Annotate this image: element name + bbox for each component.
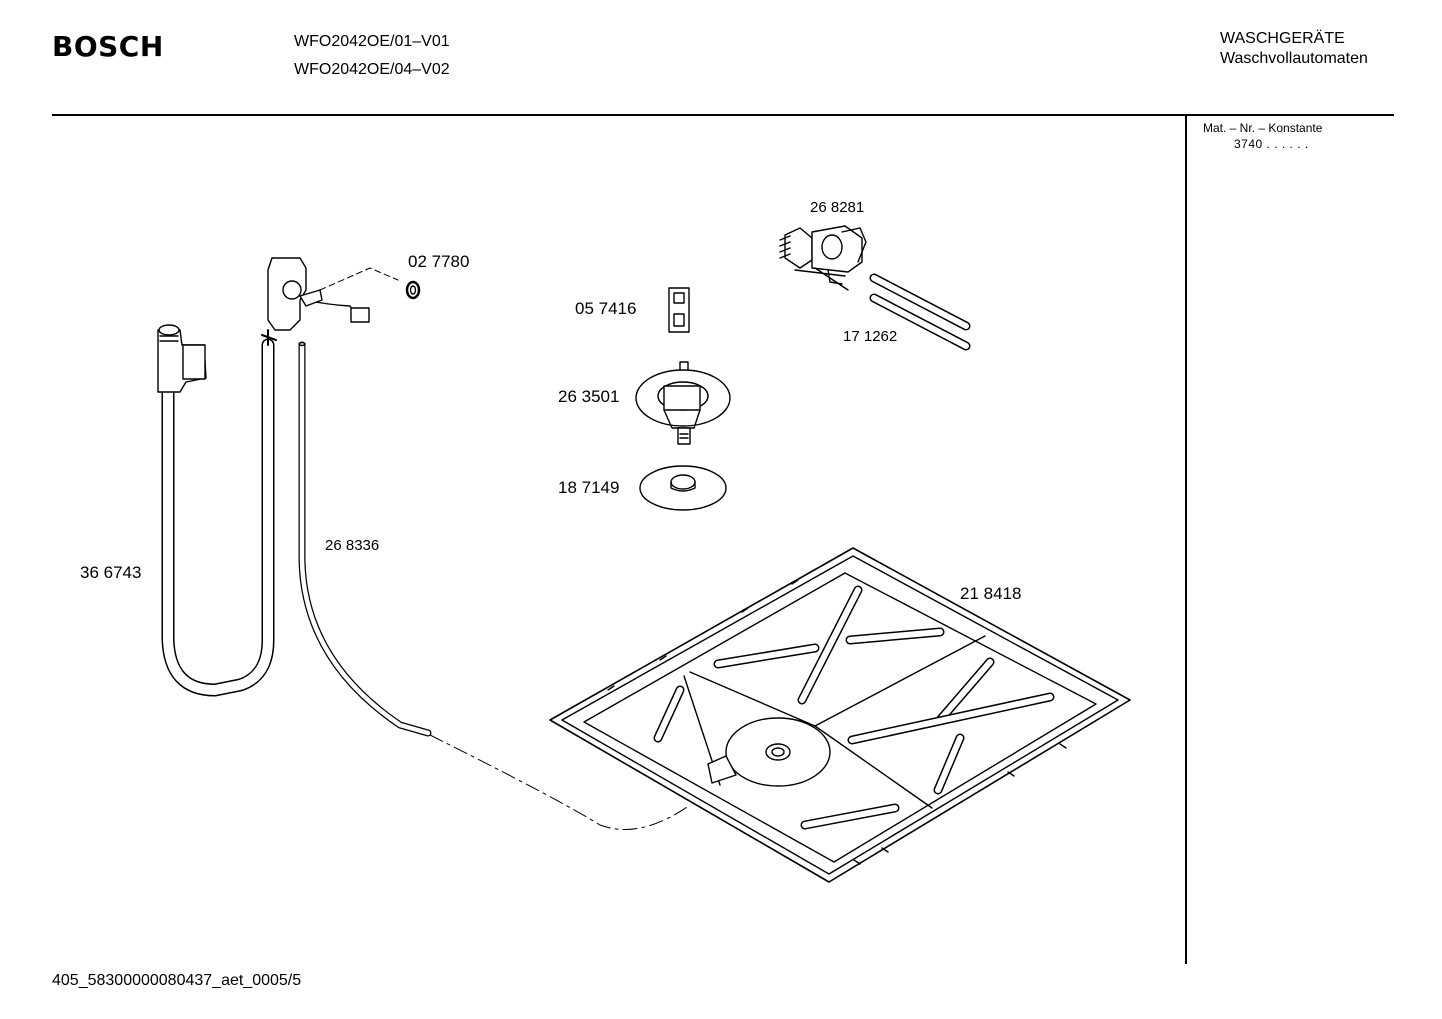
model-number-2: WFO2042OE/04–V02 — [294, 61, 450, 78]
model-number-1: WFO2042OE/01–V01 — [294, 33, 450, 50]
part-label-02-7780: 02 7780 — [408, 252, 470, 271]
header-divider — [52, 114, 1394, 116]
disc-part — [639, 465, 727, 511]
part-label-17-1262: 17 1262 — [843, 328, 898, 345]
brand-logo: BOSCH — [52, 30, 164, 63]
clip-part — [668, 287, 690, 333]
mat-value: 3740 . . . . . . — [1234, 137, 1309, 151]
document-id: 405_58300000080437_aet_0005/5 — [52, 972, 302, 989]
tubes-part — [869, 273, 971, 351]
level-sensor-part — [635, 361, 731, 445]
part-label-36-6743: 36 6743 — [80, 563, 142, 582]
valve-part — [779, 225, 867, 291]
mat-label: Mat. – Nr. – Konstante — [1203, 121, 1323, 135]
part-label-21-8418: 21 8418 — [960, 584, 1022, 603]
part-label-05-7416: 05 7416 — [575, 299, 637, 318]
side-panel-divider — [1185, 116, 1187, 964]
base-plate-part — [549, 547, 1131, 883]
part-label-26-8281: 26 8281 — [810, 199, 865, 216]
pressure-tube-part — [298, 341, 432, 737]
part-label-26-3501: 26 3501 — [558, 387, 620, 406]
part-label-26-8336: 26 8336 — [325, 537, 380, 554]
category-title: WASCHGERÄTE — [1220, 30, 1345, 47]
inlet-hose-part — [157, 257, 370, 697]
part-label-18-7149: 18 7149 — [558, 478, 620, 497]
washer-ring-part — [405, 280, 421, 300]
category-subtitle: Waschvollautomaten — [1220, 50, 1368, 67]
